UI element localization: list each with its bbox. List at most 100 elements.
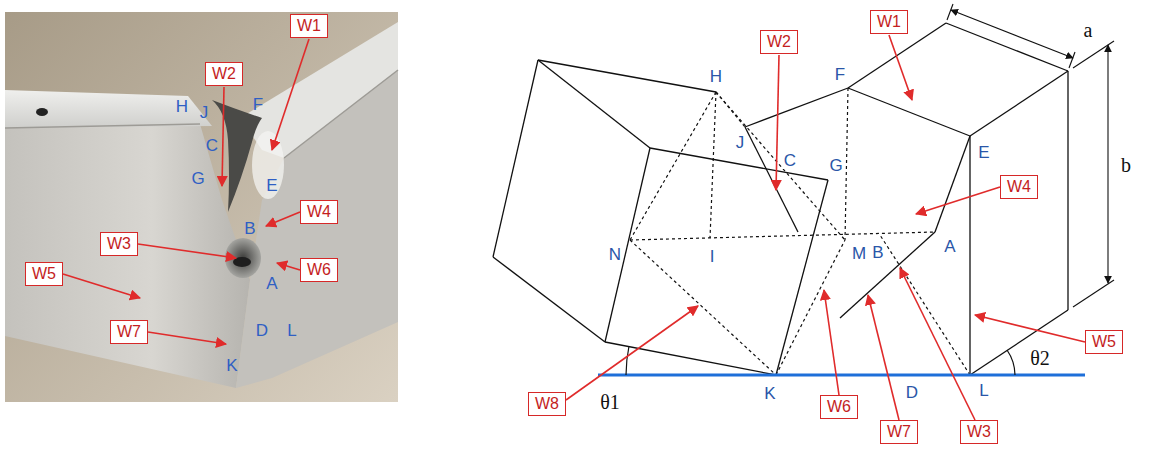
callout-box: W4: [1000, 175, 1038, 199]
callout-box: W5: [25, 262, 63, 286]
leader-arrow: [148, 332, 226, 344]
hidden-line: [776, 240, 845, 375]
hidden-line: [630, 232, 935, 240]
callout-label: W3: [105, 234, 133, 254]
point-label: N: [608, 246, 622, 263]
extension-line: [1069, 52, 1075, 68]
callout-box: W3: [960, 420, 998, 444]
hidden-line: [630, 240, 776, 375]
leader-arrow: [266, 212, 300, 226]
extension-line: [947, 4, 953, 20]
leader-arrow: [916, 187, 1000, 214]
callout-label: W4: [1005, 177, 1033, 197]
leader-arrow: [868, 295, 899, 420]
point-label: K: [763, 385, 776, 402]
callout-box: W3: [100, 232, 138, 256]
edge-line: [605, 148, 650, 342]
point-label: M: [851, 245, 867, 262]
edge-line: [493, 257, 605, 342]
leader-arrow: [889, 35, 912, 100]
hidden-line: [710, 92, 716, 238]
tube-top-face: [5, 90, 212, 128]
tube-edge: [284, 70, 398, 158]
leader-arrow: [900, 268, 975, 420]
leaders: [63, 35, 1085, 420]
callout-label: W1: [295, 16, 323, 36]
tube-edge: [5, 124, 200, 128]
point-label: A: [266, 275, 277, 292]
dimension-arrow: [1107, 45, 1108, 283]
point-label: D: [905, 384, 919, 401]
fold-line: [935, 136, 970, 232]
point-label: A: [943, 238, 956, 255]
edge-line: [493, 60, 538, 257]
point-label: F: [253, 96, 263, 113]
callout-label: W6: [305, 260, 333, 280]
point-label: C: [783, 152, 797, 169]
callout-box: W1: [290, 14, 328, 38]
dimension-label: b: [1120, 155, 1132, 175]
angle-arc: [1007, 350, 1015, 375]
leader-arrow: [138, 244, 236, 258]
leader-arrow: [566, 306, 698, 400]
point-label: G: [191, 170, 204, 187]
callout-label: W1: [875, 12, 903, 32]
fold-line: [745, 88, 848, 127]
leader-arrow: [776, 55, 779, 190]
callout-box: W2: [760, 30, 798, 54]
callout-label: W3: [965, 422, 993, 442]
angle-arc: [626, 346, 629, 375]
callout-box: W8: [528, 392, 566, 416]
edge-line: [969, 136, 970, 375]
hidden-line: [880, 235, 970, 375]
callout-box: W4: [300, 200, 338, 224]
leader-arrow: [272, 39, 309, 150]
tube-drawing: [493, 23, 1068, 375]
point-label: E: [266, 177, 277, 194]
dimension-label: θ1: [599, 392, 621, 412]
hidden-lines: [630, 88, 970, 375]
point-label: K: [226, 357, 237, 374]
point-label: B: [871, 244, 884, 261]
callout-box: W7: [110, 320, 148, 344]
spot: [36, 108, 48, 116]
callout-box: W1: [870, 10, 908, 34]
callout-label: W7: [115, 322, 143, 342]
point-label: I: [709, 248, 716, 265]
callout-label: W5: [30, 264, 58, 284]
edge-line: [970, 310, 1068, 375]
hidden-line: [716, 92, 845, 240]
dimension-label: a: [1083, 20, 1094, 40]
edge-line: [650, 148, 828, 180]
point-label: F: [834, 66, 846, 83]
point-label: L: [978, 382, 989, 399]
point-label: B: [244, 220, 255, 237]
point-label: J: [735, 134, 746, 151]
dimensions: [947, 4, 1114, 307]
edge-line: [538, 60, 716, 92]
edge-line: [970, 71, 1068, 136]
ground-line: [598, 374, 1085, 377]
photo-background: [5, 12, 398, 402]
callout-label: W8: [533, 394, 561, 414]
callout-label: W4: [305, 202, 333, 222]
leader-arrow: [277, 263, 300, 270]
dimension-arrow: [951, 10, 1073, 58]
callout-box: W7: [880, 420, 918, 444]
hidden-line: [630, 92, 716, 240]
point-label: G: [828, 157, 843, 174]
edge-line: [776, 180, 828, 375]
edge-line: [848, 88, 970, 136]
dimension-label: θ2: [1029, 348, 1051, 368]
leader-arrow: [975, 315, 1085, 342]
callout-box: W6: [820, 395, 858, 419]
callout-label: W2: [210, 64, 238, 84]
callout-box: W2: [205, 62, 243, 86]
point-label: H: [176, 98, 188, 115]
fold-notch: [212, 100, 262, 212]
fold-line: [840, 232, 935, 318]
hidden-line: [845, 88, 848, 240]
fold-highlight: [252, 131, 284, 199]
